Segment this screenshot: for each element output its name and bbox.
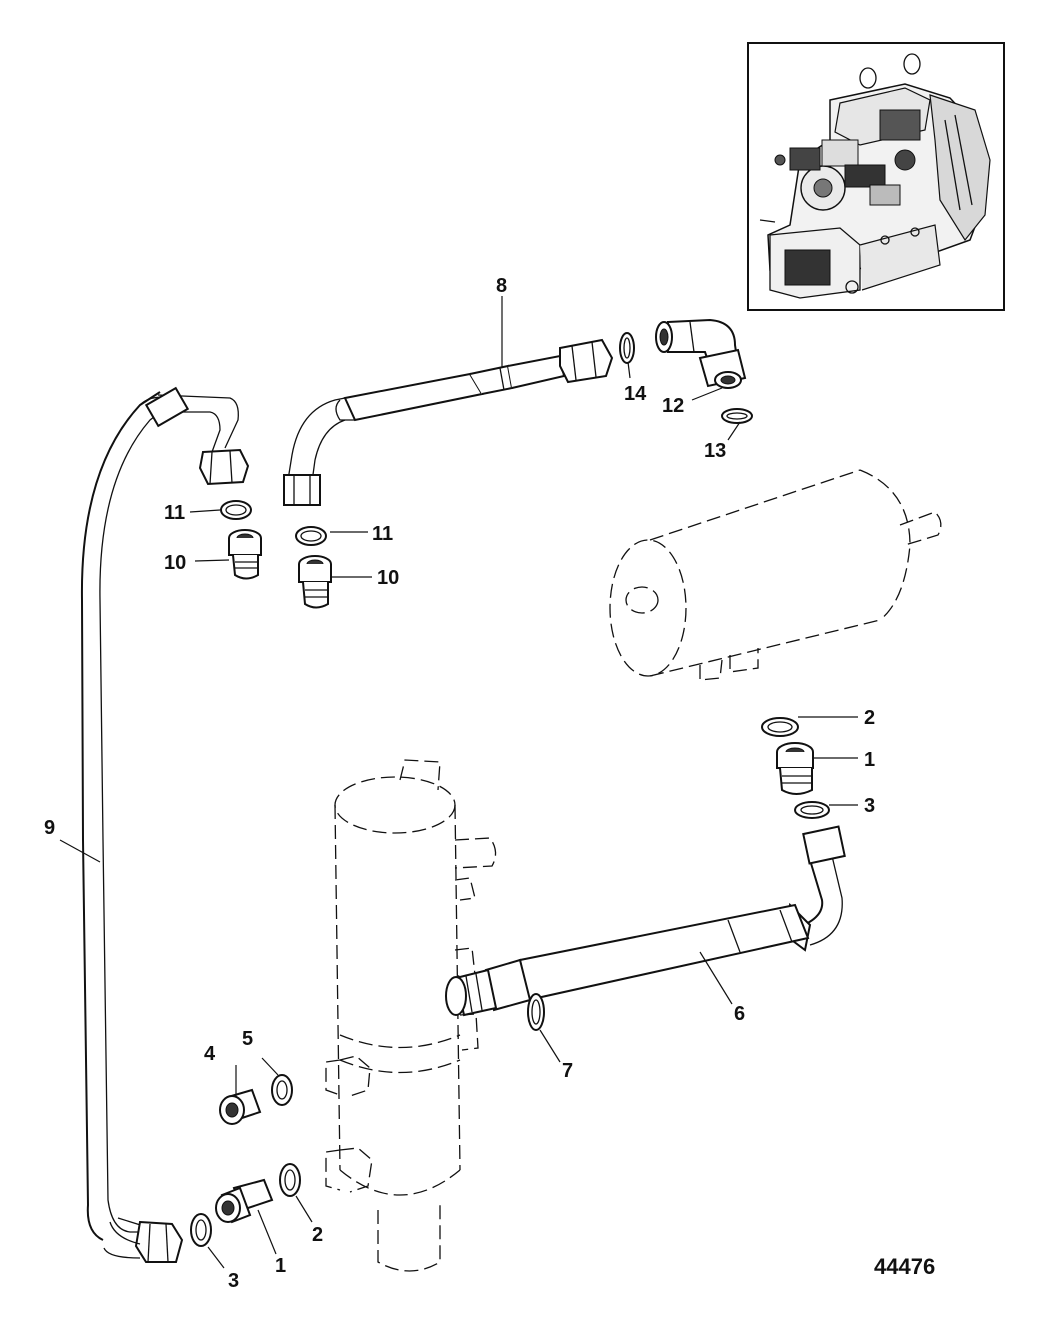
fitting-10-left (228, 529, 262, 580)
cooler-phantom-upper (609, 469, 942, 681)
callout-10-right: 10 (377, 567, 399, 589)
figure-number: 44476 (874, 1254, 935, 1279)
adapter-1-right (776, 742, 814, 795)
callouts: 8 14 12 13 11 11 10 10 2 1 3 9 6 7 4 5 2… (44, 275, 935, 1292)
callout-12: 12 (662, 395, 684, 417)
callout-2-right: 2 (864, 707, 875, 729)
elbow-fitting-12 (655, 318, 747, 389)
cooler-phantom-center (325, 759, 497, 1272)
transmission-inset (747, 42, 1005, 311)
plug-4 (219, 1088, 262, 1125)
o-ring-7 (527, 993, 545, 1031)
washer-11-left (220, 500, 252, 520)
hose-8 (283, 338, 614, 506)
washer-3-right (794, 801, 830, 819)
washer-3-left (190, 1213, 212, 1247)
callout-11-right: 11 (372, 523, 393, 545)
callout-11-left: 11 (164, 502, 185, 524)
adapter-1-left (215, 1178, 274, 1224)
o-ring-5 (271, 1074, 293, 1106)
hose-9 (80, 386, 250, 1263)
callout-14: 14 (624, 383, 647, 405)
washer-11-right (295, 526, 327, 546)
callout-1-left: 1 (275, 1255, 286, 1277)
o-ring-14 (619, 332, 635, 364)
callout-2-left: 2 (312, 1224, 323, 1246)
o-ring-13 (721, 408, 753, 424)
callout-4: 4 (204, 1043, 216, 1065)
callout-6: 6 (734, 1003, 745, 1025)
leader-lines (59, 296, 858, 1269)
transmission-illustration (759, 53, 991, 299)
callout-13: 13 (704, 440, 726, 462)
callout-3-left: 3 (228, 1270, 239, 1292)
callout-7: 7 (562, 1060, 573, 1082)
hose-6 (445, 825, 846, 1017)
callout-5: 5 (242, 1028, 253, 1050)
callout-10-left: 10 (164, 552, 186, 574)
callout-8: 8 (496, 275, 507, 297)
washer-2-right (761, 717, 799, 737)
callout-9: 9 (44, 817, 55, 839)
callout-3-right: 3 (864, 795, 875, 817)
fitting-10-right (298, 555, 332, 609)
callout-1-right: 1 (864, 749, 875, 771)
washer-2-left (279, 1163, 301, 1197)
